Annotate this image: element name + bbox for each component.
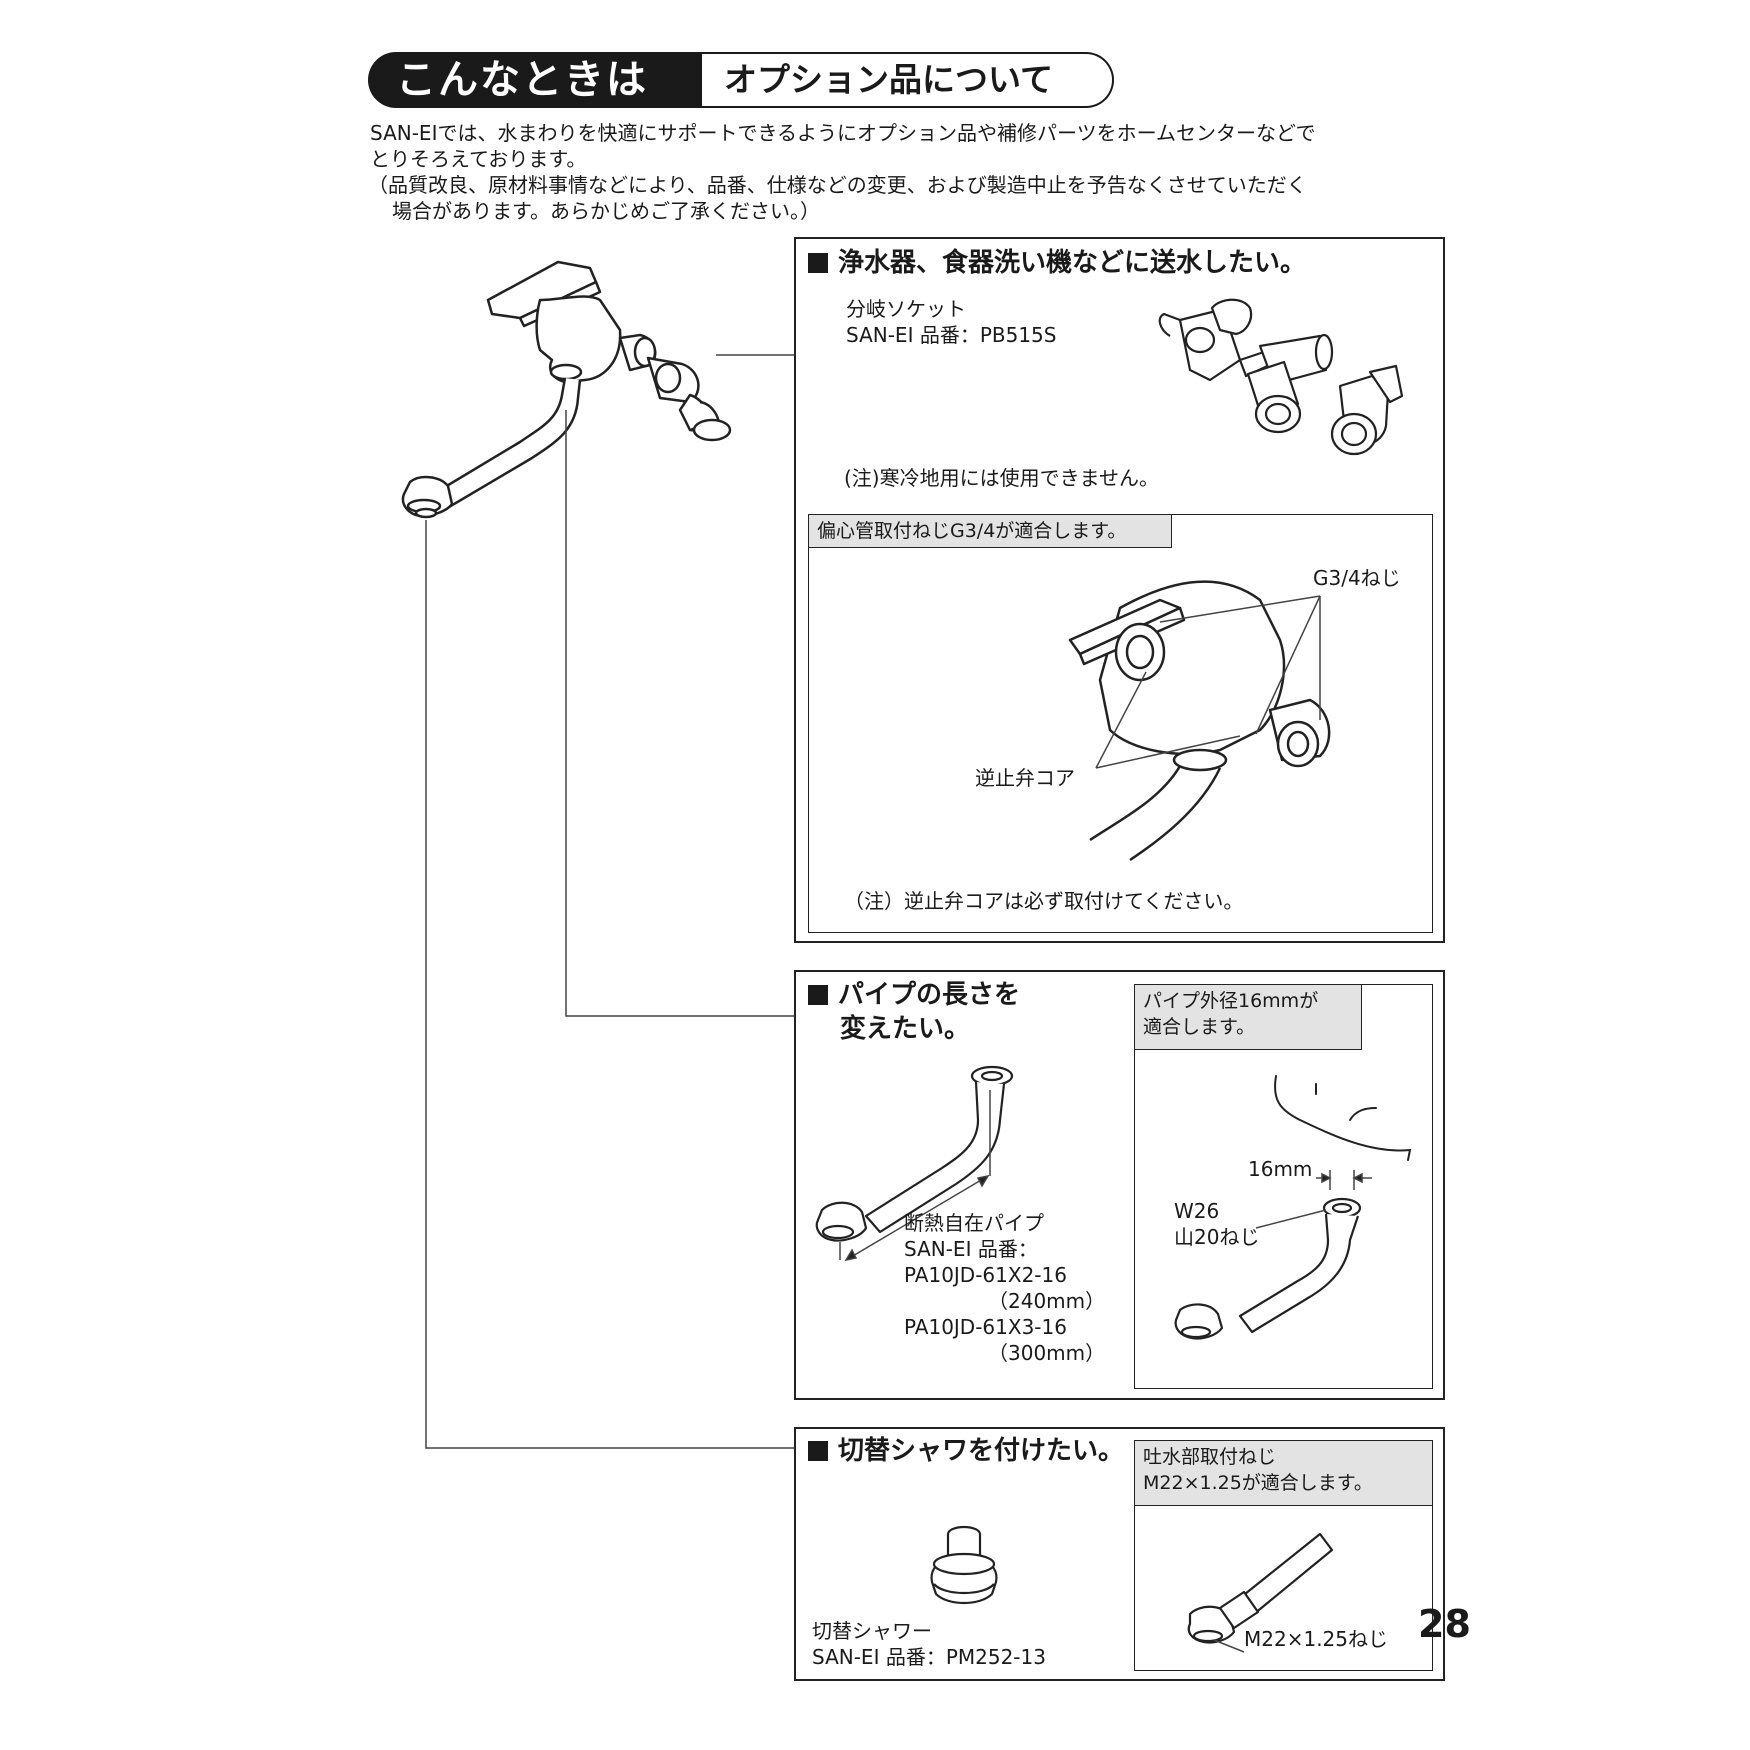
pipe-diameter-dim: 16mm [1248, 1157, 1313, 1181]
spout-thread-tag-line1: 吐水部取付ねじ [1143, 1446, 1277, 1468]
header-title-secondary: オプション品について [702, 52, 1114, 108]
spout-thread-tag-line2: M22×1.25が適合します。 [1143, 1472, 1373, 1494]
pipe-diameter-tag-line2: 適合します。 [1143, 1016, 1256, 1038]
w26-thread-label-2: 山20ねじ [1174, 1225, 1260, 1249]
pipe-length-240: （240mm） [988, 1289, 1106, 1313]
page-number: 28 [1418, 1602, 1471, 1646]
check-valve-label: 逆止弁コア [975, 766, 1075, 790]
pipe-code-240: PA10JD-61X2-16 [904, 1263, 1067, 1287]
g34-thread-label: G3/4ねじ [1313, 566, 1401, 590]
branch-socket-illustration [1158, 298, 1404, 456]
pipe-length-300: （300mm） [988, 1341, 1106, 1365]
pipe-code-300: PA10JD-61X3-16 [904, 1315, 1067, 1339]
heading-square-icon [808, 1441, 828, 1461]
spout-thread-tag: 吐水部取付ねじ M22×1.25が適合します。 [1134, 1440, 1433, 1506]
insulated-pipe-code-label: SAN-EI 品番： [904, 1237, 1038, 1261]
intro-note: （品質改良、原材料事情などにより、品番、仕様などの変更、および製造中止を予告なく… [368, 173, 1307, 197]
valve-leader-lines [1095, 671, 1241, 769]
intro-line: とりそろえております。 [370, 147, 587, 171]
header-title-primary: こんなときは [368, 52, 702, 108]
branch-socket-code: SAN-EI 品番：PB515S [846, 323, 1057, 347]
cold-region-note: (注)寒冷地用には使用できません。 [844, 466, 1160, 490]
insulated-pipe-name: 断熱自在パイプ [904, 1211, 1044, 1235]
valve-body-illustration [1068, 580, 1331, 862]
pipe-diameter-tag: パイプ外径16mmが 適合します。 [1134, 984, 1362, 1050]
intro-line: SAN-EIでは、水まわりを快適にサポートできるようにオプション品や補修パーツを… [370, 121, 1316, 145]
eccentric-thread-tag: 偏心管取付ねじG3/4が適合します。 [808, 514, 1172, 548]
intro-note: 場合があります。あらかじめご了承ください。） [392, 199, 820, 223]
heading-square-icon [808, 253, 828, 273]
shower-switch-illustration [930, 1525, 998, 1604]
insulated-pipe-illustration [815, 1065, 1014, 1262]
section-water-supply-heading: 浄水器、食器洗い機などに送水したい。 [808, 246, 1306, 280]
w26-thread-label-1: W26 [1174, 1199, 1220, 1223]
branch-socket-name: 分岐ソケット [846, 297, 966, 321]
section-water-supply [794, 237, 1445, 943]
section-pipe-length [794, 970, 1445, 1400]
m22-thread-label: M22×1.25ねじ [1244, 1627, 1388, 1651]
pipe-fit-illustration [1174, 1075, 1412, 1340]
heading-square-icon [808, 985, 828, 1005]
intro-text: SAN-EIでは、水まわりを快適にサポートできるようにオプション品や補修パーツを… [368, 120, 1370, 224]
section-shower-heading: 切替シャワを付けたい。 [808, 1434, 1124, 1468]
page-header: こんなときは オプション品について [368, 52, 1118, 108]
shower-switch-code: SAN-EI 品番：PM252-13 [812, 1645, 1046, 1669]
section-pipe-length-heading: パイプの長さを [808, 978, 1020, 1012]
spout-thread-illustration [1187, 1532, 1334, 1653]
pipe-diameter-tag-line1: パイプ外径16mmが [1143, 990, 1319, 1012]
check-valve-note: （注）逆止弁コアは必ず取付けてください。 [844, 889, 1244, 913]
section-shower [794, 1427, 1445, 1681]
shower-switch-name: 切替シャワー [812, 1619, 932, 1643]
section-pipe-length-heading-2: 変えたい。 [840, 1014, 971, 1044]
